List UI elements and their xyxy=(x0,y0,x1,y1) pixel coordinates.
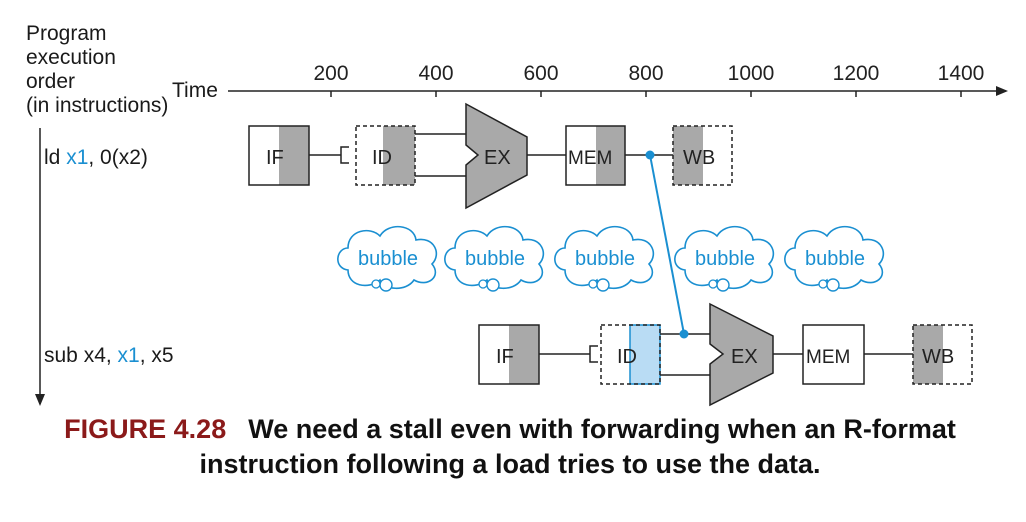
stage-label-id: ID xyxy=(372,147,392,169)
instr-register: x1 xyxy=(117,344,140,367)
bubble-label: bubble xyxy=(358,248,418,270)
order-label-line: Program xyxy=(26,22,107,45)
time-tick-label: 1400 xyxy=(938,62,985,85)
id-stage-shade xyxy=(383,126,415,185)
time-tick-label: 800 xyxy=(628,62,663,85)
forwarding-target-dot xyxy=(679,329,689,339)
register-connector xyxy=(340,146,349,164)
wb-stage-shade xyxy=(913,325,943,384)
stage-label-id: ID xyxy=(617,346,637,368)
wb-stage-shade xyxy=(673,126,703,185)
bubble-label: bubble xyxy=(575,248,635,270)
bubble-cloud: bubble xyxy=(444,225,545,292)
time-tick-label: 1200 xyxy=(833,62,880,85)
instr-text: , x5 xyxy=(139,344,174,367)
stage-label-if: IF xyxy=(496,346,514,368)
mem-stage-shade xyxy=(596,126,625,185)
mem-stage-box xyxy=(802,324,865,385)
time-tick-label: 400 xyxy=(418,62,453,85)
bubble-cloud: bubble xyxy=(554,225,655,292)
bubble-label: bubble xyxy=(695,248,755,270)
time-tick-label: 600 xyxy=(523,62,558,85)
if-stage-left xyxy=(249,126,279,185)
wb-stage-box xyxy=(672,125,733,186)
id-stage-box xyxy=(600,324,661,385)
register-connector xyxy=(589,345,598,363)
instr-register: x1 xyxy=(66,146,89,169)
instr-text: ld xyxy=(44,146,67,169)
stage-label-mem: MEM xyxy=(806,347,850,368)
caption-text: We need a stall even with forwarding whe… xyxy=(199,414,956,479)
bubble-label: bubble xyxy=(805,248,865,270)
if-stage-shade xyxy=(279,126,309,185)
alu-ex-stage xyxy=(709,302,774,407)
time-label: Time xyxy=(172,79,218,102)
stage-label-wb: WB xyxy=(683,147,715,169)
forwarding-path xyxy=(649,154,685,335)
stage-label-if: IF xyxy=(266,147,284,169)
wb-stage-box xyxy=(912,324,973,385)
bubble-cloud: bubble xyxy=(337,225,438,292)
stage-label-mem: MEM xyxy=(568,148,612,169)
bubble-label: bubble xyxy=(465,248,525,270)
time-tick-label: 200 xyxy=(313,62,348,85)
stage-label-wb: WB xyxy=(922,346,954,368)
id-stage-box xyxy=(355,125,416,186)
stage-label-ex: EX xyxy=(484,147,511,169)
instr-text: , 0(x2) xyxy=(88,146,148,169)
if-stage-shade xyxy=(509,325,539,384)
order-label-line: order xyxy=(26,70,76,93)
instr-text: sub x4, xyxy=(44,344,118,367)
alu-ex-stage xyxy=(465,102,528,210)
time-tick-label: 1000 xyxy=(728,62,775,85)
order-label-line: (in instructions) xyxy=(26,94,169,117)
instruction-sub: sub x4, x1, x5 xyxy=(44,344,174,368)
bubble-cloud: bubble xyxy=(784,225,885,292)
figure-number: FIGURE 4.28 xyxy=(64,414,227,444)
instruction-ld: ld x1, 0(x2) xyxy=(44,146,148,170)
stage-label-ex: EX xyxy=(731,346,758,368)
bubble-cloud: bubble xyxy=(674,225,775,292)
order-label-line: execution xyxy=(26,46,116,69)
program-order-label: Program execution order (in instructions… xyxy=(26,22,216,118)
forwarding-source-dot xyxy=(645,150,655,160)
bubble-group: bubble bubble bubble bubble bubble xyxy=(337,225,885,292)
